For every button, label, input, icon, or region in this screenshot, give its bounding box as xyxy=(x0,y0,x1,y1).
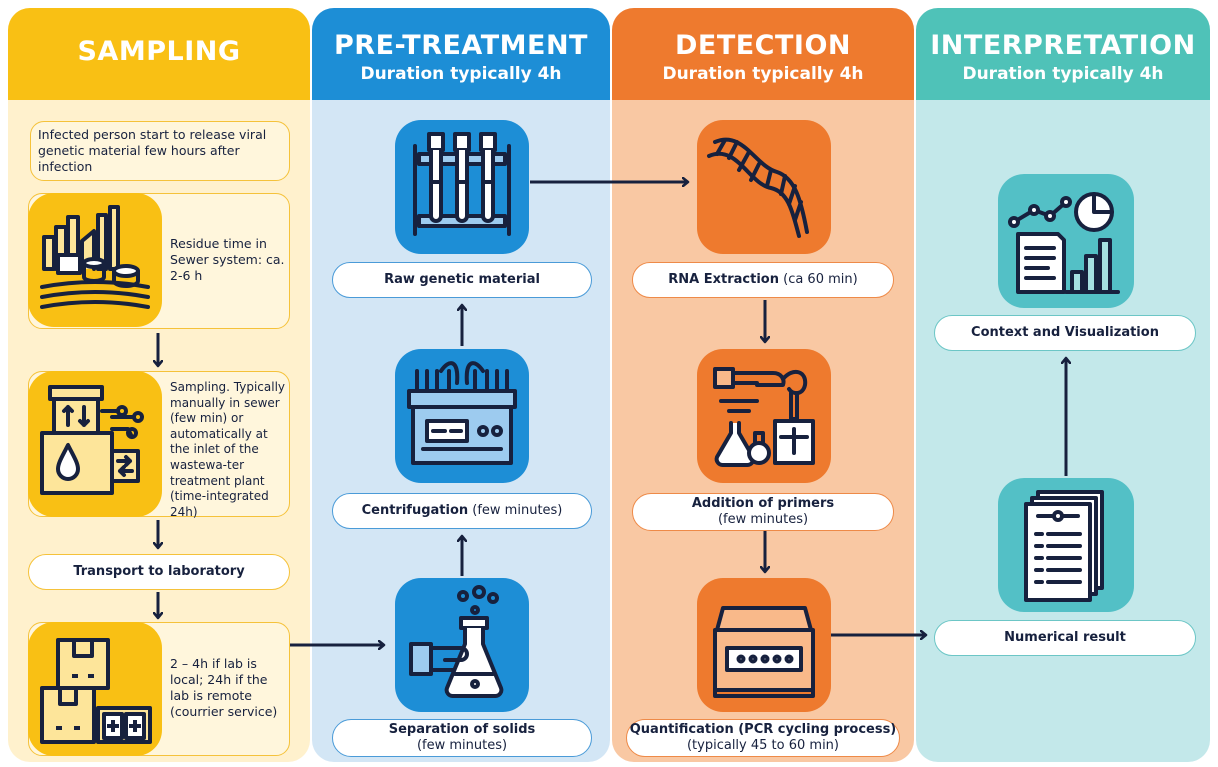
interpretation-duration: Duration typically 4h xyxy=(962,64,1164,84)
transport-boxes-icon xyxy=(28,622,162,756)
sampling-device-icon xyxy=(28,371,162,517)
sampling-title: SAMPLING xyxy=(77,36,241,67)
intro-text: Infected person start to release viral g… xyxy=(38,127,267,174)
numerical-label: Numerical result xyxy=(1004,630,1126,645)
intro-box xyxy=(30,121,290,181)
separation-of-solids-step: Separation of solids (few minutes) xyxy=(332,719,592,757)
context-label: Context and Visualization xyxy=(971,325,1159,340)
raw-genetic-material-step: Raw genetic material xyxy=(332,262,592,298)
centrifuge-icon xyxy=(395,349,529,483)
pcr-machine-icon xyxy=(697,578,831,712)
interpretation-title: INTERPRETATION xyxy=(930,30,1196,61)
rna-extraction-step: RNA Extraction (ca 60 min) xyxy=(632,262,894,298)
document-report-icon xyxy=(998,478,1134,612)
primers-duration: (few minutes) xyxy=(717,512,809,527)
sewer-note: Residue time in Sewer system: ca. 2-6 h xyxy=(170,236,285,283)
pipette-beaker-icon xyxy=(697,349,831,483)
pretreatment-duration: Duration typically 4h xyxy=(360,64,562,84)
context-and-visualization-step: Context and Visualization xyxy=(934,315,1196,351)
separation-duration: (few minutes) xyxy=(416,738,508,753)
test-tubes-icon xyxy=(395,120,529,254)
pretreatment-header: PRE-TREATMENT Duration typically 4h xyxy=(312,8,610,100)
rna-duration: (ca 60 min) xyxy=(778,272,858,287)
numerical-result-step: Numerical result xyxy=(934,620,1196,656)
transport-note: 2 – 4h if lab is local; 24h if the lab i… xyxy=(170,656,278,719)
separation-label: Separation of solids xyxy=(388,722,536,737)
chart-report-icon xyxy=(998,174,1134,308)
centrifugation-text: Centrifugation (few minutes) xyxy=(362,503,563,519)
rna-label: RNA Extraction xyxy=(668,272,779,287)
centrifugation-duration: (few minutes) xyxy=(468,503,563,518)
centrifugation-label: Centrifugation xyxy=(361,503,469,518)
pretreatment-title: PRE-TREATMENT xyxy=(334,30,588,61)
quantification-step: Quantification (PCR cycling process) (ty… xyxy=(626,719,900,757)
sampling-note: Sampling. Typically manually in sewer (f… xyxy=(170,380,286,519)
quantification-duration: (typically 45 to 60 min) xyxy=(686,738,839,753)
sampling-header: SAMPLING xyxy=(8,8,310,100)
detection-title: DETECTION xyxy=(674,30,852,61)
dna-strand-icon xyxy=(697,120,831,254)
addition-of-primers-step: Addition of primers (few minutes) xyxy=(632,493,894,531)
transport-to-laboratory-step: Transport to laboratory xyxy=(28,554,290,590)
primers-label: Addition of primers xyxy=(691,496,835,511)
rna-text: RNA Extraction (ca 60 min) xyxy=(668,272,857,288)
quantification-label: Quantification (PCR cycling process) xyxy=(629,722,897,737)
interpretation-header: INTERPRETATION Duration typically 4h xyxy=(916,8,1210,100)
detection-duration: Duration typically 4h xyxy=(662,64,864,84)
detection-header: DETECTION Duration typically 4h xyxy=(612,8,914,100)
raw-genetic-material-label: Raw genetic material xyxy=(384,272,540,287)
flask-hand-icon xyxy=(395,578,529,712)
sewer-system-icon xyxy=(28,193,162,327)
centrifugation-step: Centrifugation (few minutes) xyxy=(332,493,592,529)
transport-label: Transport to laboratory xyxy=(73,564,245,579)
